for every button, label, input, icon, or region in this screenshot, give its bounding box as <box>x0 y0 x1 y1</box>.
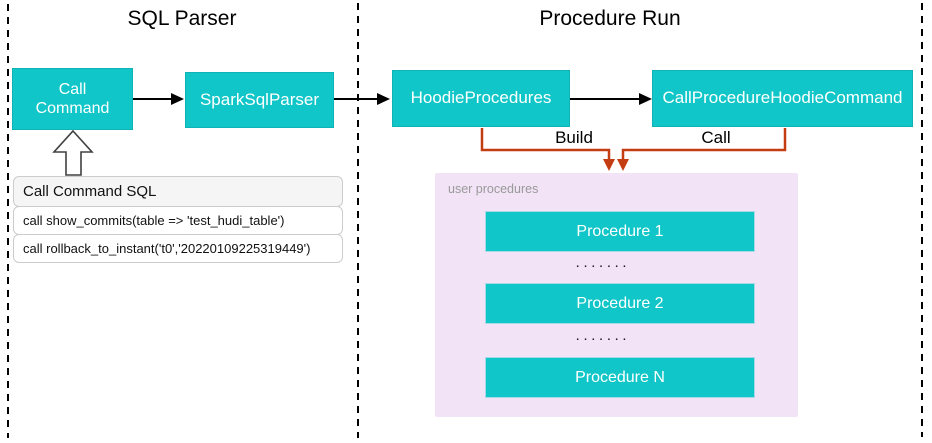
call-arrowhead <box>617 159 629 171</box>
node-call-command: Call Command <box>12 68 133 130</box>
user-procedures-label: user procedures <box>448 182 539 196</box>
call-connector <box>621 128 787 160</box>
sql-example-show-commits: call show_commits(table => 'test_hudi_ta… <box>13 206 343 235</box>
node-spark-sql-parser: SparkSqlParser <box>185 72 334 128</box>
call-command-sql-panel: Call Command SQL call show_commits(table… <box>13 176 343 263</box>
build-arrowhead <box>603 159 615 171</box>
procedure-run-section-title: Procedure Run <box>539 7 681 30</box>
node-procedure-n: Procedure N <box>485 357 755 398</box>
arrowhead-sparksqlparser-to-hoodieprocedures <box>377 93 390 105</box>
node-hoodie-procedures: HoodieProcedures <box>392 70 570 127</box>
node-procedure-1: Procedure 1 <box>485 211 755 252</box>
ellipsis-dots: ▪ ▪ ▪ ▪ ▪ ▪ ▪ <box>576 337 628 343</box>
build-edge-label: Build <box>555 128 593 147</box>
sql-panel-header: Call Command SQL <box>13 176 343 207</box>
node-procedure-2: Procedure 2 <box>485 283 755 324</box>
sql-parser-section-title: SQL Parser <box>127 7 237 30</box>
node-call-procedure-hoodie-command: CallProcedureHoodieCommand <box>652 70 913 127</box>
arrowhead-callcommand-to-sparksqlparser <box>171 93 184 105</box>
build-connector <box>480 128 611 160</box>
call-edge-label: Call <box>701 128 731 147</box>
sql-example-rollback-to-instant: call rollback_to_instant('t0','202201092… <box>13 234 343 263</box>
user-procedures-container: user procedures Procedure 1 ▪ ▪ ▪ ▪ ▪ ▪ … <box>435 173 798 417</box>
sql-to-callcommand-up-arrow <box>52 129 94 176</box>
ellipsis-dots: ▪ ▪ ▪ ▪ ▪ ▪ ▪ <box>576 264 628 270</box>
arrowhead-hoodieprocedures-to-callprocedure <box>639 93 652 105</box>
